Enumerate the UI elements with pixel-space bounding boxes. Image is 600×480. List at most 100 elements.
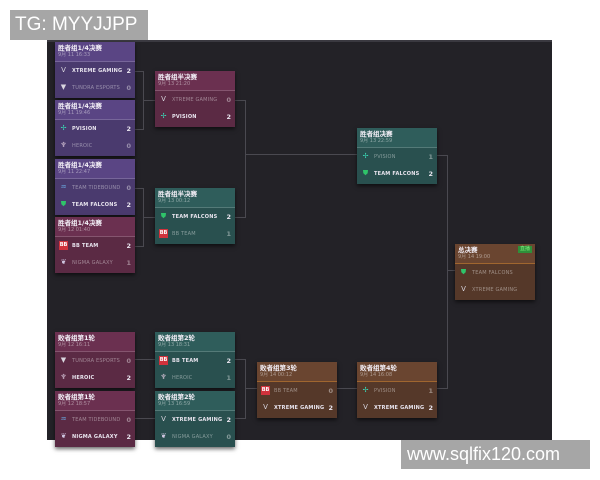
team-name: XTREME GAMING	[172, 96, 218, 103]
connector	[235, 100, 245, 101]
team-row[interactable]: ᐯ XTREME GAMING 2	[55, 62, 135, 79]
match-card-upper-sf-1[interactable]: 胜者组半决赛 9月 13 21:20 ᐯ XTREME GAMING 0 ✢ P…	[155, 71, 235, 127]
team-score: 0	[126, 141, 131, 150]
watermark-top-left: TG: MYYJJPP	[10, 10, 148, 40]
team-row[interactable]: ▼ TUNDRA ESPORTS 0	[55, 79, 135, 96]
team-row[interactable]: ᐯ XTREME GAMING 2	[357, 399, 437, 416]
team-name: BB TEAM	[274, 387, 298, 394]
team-name: HEROIC	[72, 374, 95, 381]
connector	[245, 359, 246, 419]
match-date: 9月 12 18:57	[58, 401, 91, 407]
team-name: XTREME GAMING	[274, 404, 325, 411]
team-score: 2	[428, 169, 433, 178]
team-row[interactable]: ❦ NIGMA GALAXY 1	[55, 254, 135, 271]
team-score: 1	[126, 258, 131, 267]
match-header: 胜者组半决赛 9月 13 00:12	[155, 188, 235, 208]
team-row[interactable]: ♆ HEROIC 0	[55, 137, 135, 154]
connector	[135, 246, 143, 247]
team-row[interactable]: ᐯ XTREME GAMING	[455, 281, 535, 298]
match-card-upper-sf-2[interactable]: 胜者组半决赛 9月 13 00:12 ⛊ TEAM FALCONS 2 BB B…	[155, 188, 235, 244]
match-date: 9月 11 22:47	[58, 169, 91, 175]
team-score: 0	[226, 432, 231, 441]
team-row[interactable]: ❦ NIGMA GALAXY 0	[155, 428, 235, 445]
match-header: 总决赛 9月 14 19:00 直播	[455, 244, 535, 264]
watermark-bottom-right: www.sqlfix120.com	[401, 440, 590, 469]
match-header: 胜者组决赛 9月 13 22:59	[357, 128, 437, 148]
team-name: BB TEAM	[172, 230, 196, 237]
team-row[interactable]: ❦ NIGMA GALAXY 2	[55, 428, 135, 445]
team-row[interactable]: ⛊ TEAM FALCONS 2	[55, 196, 135, 213]
team-name: NIGMA GALAXY	[172, 433, 213, 440]
match-card-upper-qf-3[interactable]: 胜者组1/4决赛 9月 11 22:47 ♒ TEAM TIDEBOUND 0 …	[55, 159, 135, 215]
pvision-icon: ✢	[160, 112, 167, 120]
match-card-upper-qf-4[interactable]: 胜者组1/4决赛 9月 12 01:40 BB BB TEAM 2 ❦ NIGM…	[55, 217, 135, 273]
bb-team-icon: BB	[159, 356, 168, 365]
team-row[interactable]: BB BB TEAM 0	[257, 382, 337, 399]
match-header: 胜者组1/4决赛 9月 11 16:33	[55, 42, 135, 62]
team-row[interactable]: BB BB TEAM 2	[155, 352, 235, 369]
team-row[interactable]: BB BB TEAM 2	[55, 237, 135, 254]
team-row[interactable]: ♒ TEAM TIDEBOUND 0	[55, 179, 135, 196]
connector	[135, 188, 143, 189]
match-date: 9月 12 16:11	[58, 342, 91, 348]
team-name: TEAM TIDEBOUND	[72, 416, 121, 423]
tidebound-icon: ♒	[60, 183, 67, 191]
nigma-icon: ❦	[160, 432, 167, 440]
team-row[interactable]: ᐯ XTREME GAMING 0	[155, 91, 235, 108]
match-date: 9月 13 22:59	[360, 138, 393, 144]
match-date: 9月 14 19:00	[458, 254, 491, 260]
team-row[interactable]: ✢ PVISION 1	[357, 148, 437, 165]
match-title: 胜者组半决赛	[158, 73, 197, 81]
team-score: 1	[226, 373, 231, 382]
connector	[447, 155, 448, 388]
match-card-upper-final[interactable]: 胜者组决赛 9月 13 22:59 ✢ PVISION 1 ⛊ TEAM FAL…	[357, 128, 437, 184]
connector	[447, 270, 455, 271]
match-card-lower-r4[interactable]: 败者组第4轮 9月 14 16:08 ✢ PVISION 1 ᐯ XTREME …	[357, 362, 437, 418]
connector	[135, 418, 155, 419]
live-badge[interactable]: 直播	[517, 246, 532, 253]
team-row[interactable]: ♆ HEROIC 2	[55, 369, 135, 386]
team-row[interactable]: ⛊ TEAM FALCONS	[455, 264, 535, 281]
team-row[interactable]: ᐯ XTREME GAMING 2	[155, 411, 235, 428]
team-row[interactable]: ᐯ XTREME GAMING 2	[257, 399, 337, 416]
team-row[interactable]: ⛊ TEAM FALCONS 2	[155, 208, 235, 225]
team-row[interactable]: ♆ HEROIC 1	[155, 369, 235, 386]
match-title: 总决赛	[458, 246, 478, 254]
match-card-upper-qf-2[interactable]: 胜者组1/4决赛 9月 11 19:46 ✢ PVISION 2 ♆ HEROI…	[55, 100, 135, 156]
connector	[135, 129, 143, 130]
match-card-lower-r1-2[interactable]: 败者组第1轮 9月 12 18:57 ♒ TEAM TIDEBOUND 0 ❦ …	[55, 391, 135, 447]
match-header: 败者组第2轮 9月 13 18:31	[155, 332, 235, 352]
team-score: 1	[226, 229, 231, 238]
bb-team-icon: BB	[261, 386, 270, 395]
team-row[interactable]: BB BB TEAM 1	[155, 225, 235, 242]
match-title: 败者组第1轮	[58, 393, 96, 401]
match-card-lower-r1-1[interactable]: 败者组第1轮 9月 12 16:11 ▼ TUNDRA ESPORTS 0 ♆ …	[55, 332, 135, 388]
team-row[interactable]: ✢ PVISION 2	[55, 120, 135, 137]
team-score: 2	[428, 403, 433, 412]
xtreme-gaming-icon: ᐯ	[161, 95, 166, 103]
team-name: TUNDRA ESPORTS	[72, 357, 121, 364]
xtreme-gaming-icon: ᐯ	[61, 66, 66, 74]
team-name: PVISION	[374, 153, 396, 160]
team-score: 2	[226, 356, 231, 365]
team-name: TEAM TIDEBOUND	[72, 184, 121, 191]
team-row[interactable]: ♒ TEAM TIDEBOUND 0	[55, 411, 135, 428]
team-name: HEROIC	[172, 374, 193, 381]
match-card-lower-r2-2[interactable]: 败者组第2轮 9月 13 16:59 ᐯ XTREME GAMING 2 ❦ N…	[155, 391, 235, 447]
xtreme-gaming-icon: ᐯ	[161, 415, 166, 423]
match-card-grand-final[interactable]: 总决赛 9月 14 19:00 直播 ⛊ TEAM FALCONS ᐯ XTRE…	[455, 244, 535, 300]
team-score: 2	[226, 212, 231, 221]
tidebound-icon: ♒	[60, 415, 67, 423]
team-row[interactable]: ⛊ TEAM FALCONS 2	[357, 165, 437, 182]
team-row[interactable]: ✢ PVISION 1	[357, 382, 437, 399]
team-score: 2	[328, 403, 333, 412]
team-score: 0	[328, 386, 333, 395]
team-score: 0	[126, 183, 131, 192]
match-card-lower-r2-1[interactable]: 败者组第2轮 9月 13 18:31 BB BB TEAM 2 ♆ HEROIC…	[155, 332, 235, 388]
team-score: 0	[126, 415, 131, 424]
team-row[interactable]: ▼ TUNDRA ESPORTS 0	[55, 352, 135, 369]
team-row[interactable]: ✢ PVISION 2	[155, 108, 235, 125]
team-score: 2	[126, 432, 131, 441]
match-card-upper-qf-1[interactable]: 胜者组1/4决赛 9月 11 16:33 ᐯ XTREME GAMING 2 ▼…	[55, 42, 135, 98]
match-card-lower-r3[interactable]: 败者组第3轮 9月 14 00:12 BB BB TEAM 0 ᐯ XTREME…	[257, 362, 337, 418]
